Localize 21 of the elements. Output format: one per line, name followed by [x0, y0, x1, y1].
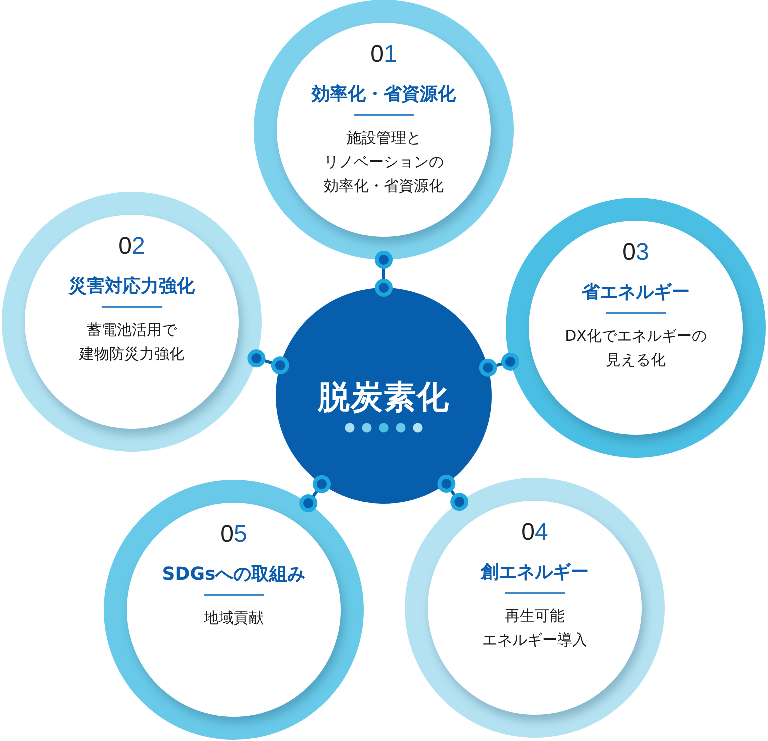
- step-number: 03: [622, 239, 650, 267]
- connector-line: [479, 352, 520, 377]
- circle-text: 地域貢献: [204, 608, 264, 629]
- connector-line: [438, 475, 469, 512]
- circle-text: 再生可能エネルギー導入: [482, 606, 588, 651]
- circle-text: 施設管理とリノベーションの効率化・省資源化: [324, 128, 444, 197]
- circle-title: 創エネルギー: [481, 561, 589, 585]
- step-number: 01: [370, 41, 398, 69]
- step-number: 04: [522, 519, 548, 547]
- connector-line: [300, 475, 331, 512]
- circle-title: SDGsへの取組み: [162, 563, 306, 587]
- circle-title: 効率化・省資源化: [312, 83, 456, 107]
- circle-title: 災害対応力強化: [69, 275, 195, 299]
- hub-title: 脱炭素化: [318, 377, 450, 417]
- step-number: 05: [220, 521, 248, 549]
- connector-line: [375, 251, 393, 297]
- circle-text: DX化でエネルギーの見える化: [565, 326, 707, 371]
- step-number: 02: [118, 233, 146, 261]
- circle-title: 省エネルギー: [582, 281, 690, 305]
- circle-text: 蓄電池活用で建物防災力強化: [80, 320, 184, 365]
- connector-line: [248, 350, 290, 375]
